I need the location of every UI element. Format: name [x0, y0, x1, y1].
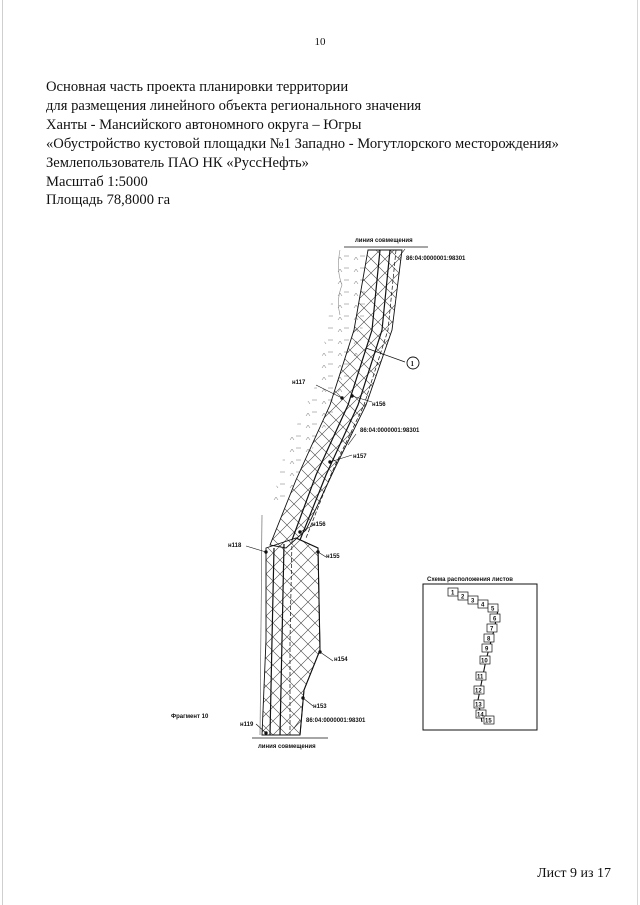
inset-sheet-1: 1	[451, 591, 455, 597]
linear-corridor-upper	[269, 249, 403, 549]
callout-number: 1	[411, 360, 415, 368]
inset-sheet-8: 8	[487, 637, 491, 643]
inset-title: Схема расположения листов	[427, 577, 513, 583]
header-line-region: Ханты - Мансийского автономного округа –…	[46, 116, 362, 133]
inset-sheet-9: 9	[485, 647, 489, 653]
cadastral-label-top: 86:04:0000001:98301	[406, 256, 466, 262]
point-markers	[245, 384, 373, 735]
inset-sheet-12: 12	[475, 689, 482, 695]
point-label-n156-lower: н156	[312, 522, 326, 528]
point-label-n155: н155	[326, 554, 340, 560]
match-line-bottom-label: линия совмещения	[258, 744, 316, 750]
header-line-area: Площадь 78,8000 га	[46, 192, 171, 209]
inset-sheet-3: 3	[471, 599, 475, 605]
point-label-n157: н157	[353, 454, 367, 460]
callout-marker: 1	[365, 347, 420, 370]
inset-sheet-14: 14	[477, 713, 484, 719]
scan-edge-right	[637, 0, 638, 905]
match-line-top: линия совмещения	[344, 238, 428, 248]
terrain-symbols	[272, 249, 372, 505]
point-label-n156-upper: н156	[372, 402, 386, 408]
inset-sheet-6: 6	[493, 617, 497, 623]
inset-sheet-boxes	[447, 587, 501, 725]
header-line-land-user: Землепользователь ПАО НК «РуссНефть»	[46, 154, 309, 171]
cadastral-label-bottom: 86:04:0000001:98301	[306, 718, 366, 724]
inset-sheet-10: 10	[481, 659, 488, 665]
inset-sheet-2: 2	[461, 595, 465, 601]
point-label-n154: н154	[334, 657, 348, 663]
match-line-top-label: линия совмещения	[355, 238, 413, 244]
scan-edge-left	[2, 0, 3, 905]
point-label-n153: н153	[313, 704, 327, 710]
point-label-n118: н118	[228, 543, 242, 549]
match-line-bottom: линия совмещения	[252, 737, 328, 750]
linear-corridor-lower	[259, 514, 321, 736]
header-line-title: Основная часть проекта планировки террит…	[46, 79, 349, 95]
fragment-label: Фрагмент 10	[171, 714, 209, 720]
header-line-scale: Масштаб 1:5000	[46, 173, 148, 190]
point-label-n119: н119	[240, 722, 254, 728]
inset-sheet-7: 7	[490, 627, 494, 633]
inset-sheet-13: 13	[475, 703, 482, 709]
sheet-counter: Лист 9 из 17	[537, 866, 611, 881]
inset-sheet-15: 15	[485, 719, 492, 725]
header-line-purpose: для размещения линейного объекта региона…	[46, 97, 422, 114]
header-line-project: «Обустройство кустовой площадки №1 Запад…	[46, 135, 559, 152]
cadastral-boundary	[293, 248, 406, 729]
inset-sheet-11: 11	[477, 675, 484, 681]
inset-sheet-5: 5	[491, 607, 495, 613]
page-number: 10	[314, 36, 326, 48]
document-header: Основная часть проекта планировки террит…	[46, 78, 626, 210]
inset-sheet-4: 4	[481, 603, 485, 609]
sheet-layout-inset: Схема расположения листов 1 2 3 4 5	[422, 577, 538, 731]
point-label-n117: н117	[292, 380, 306, 386]
cadastral-label-middle: 86:04:0000001:98301	[360, 428, 420, 434]
